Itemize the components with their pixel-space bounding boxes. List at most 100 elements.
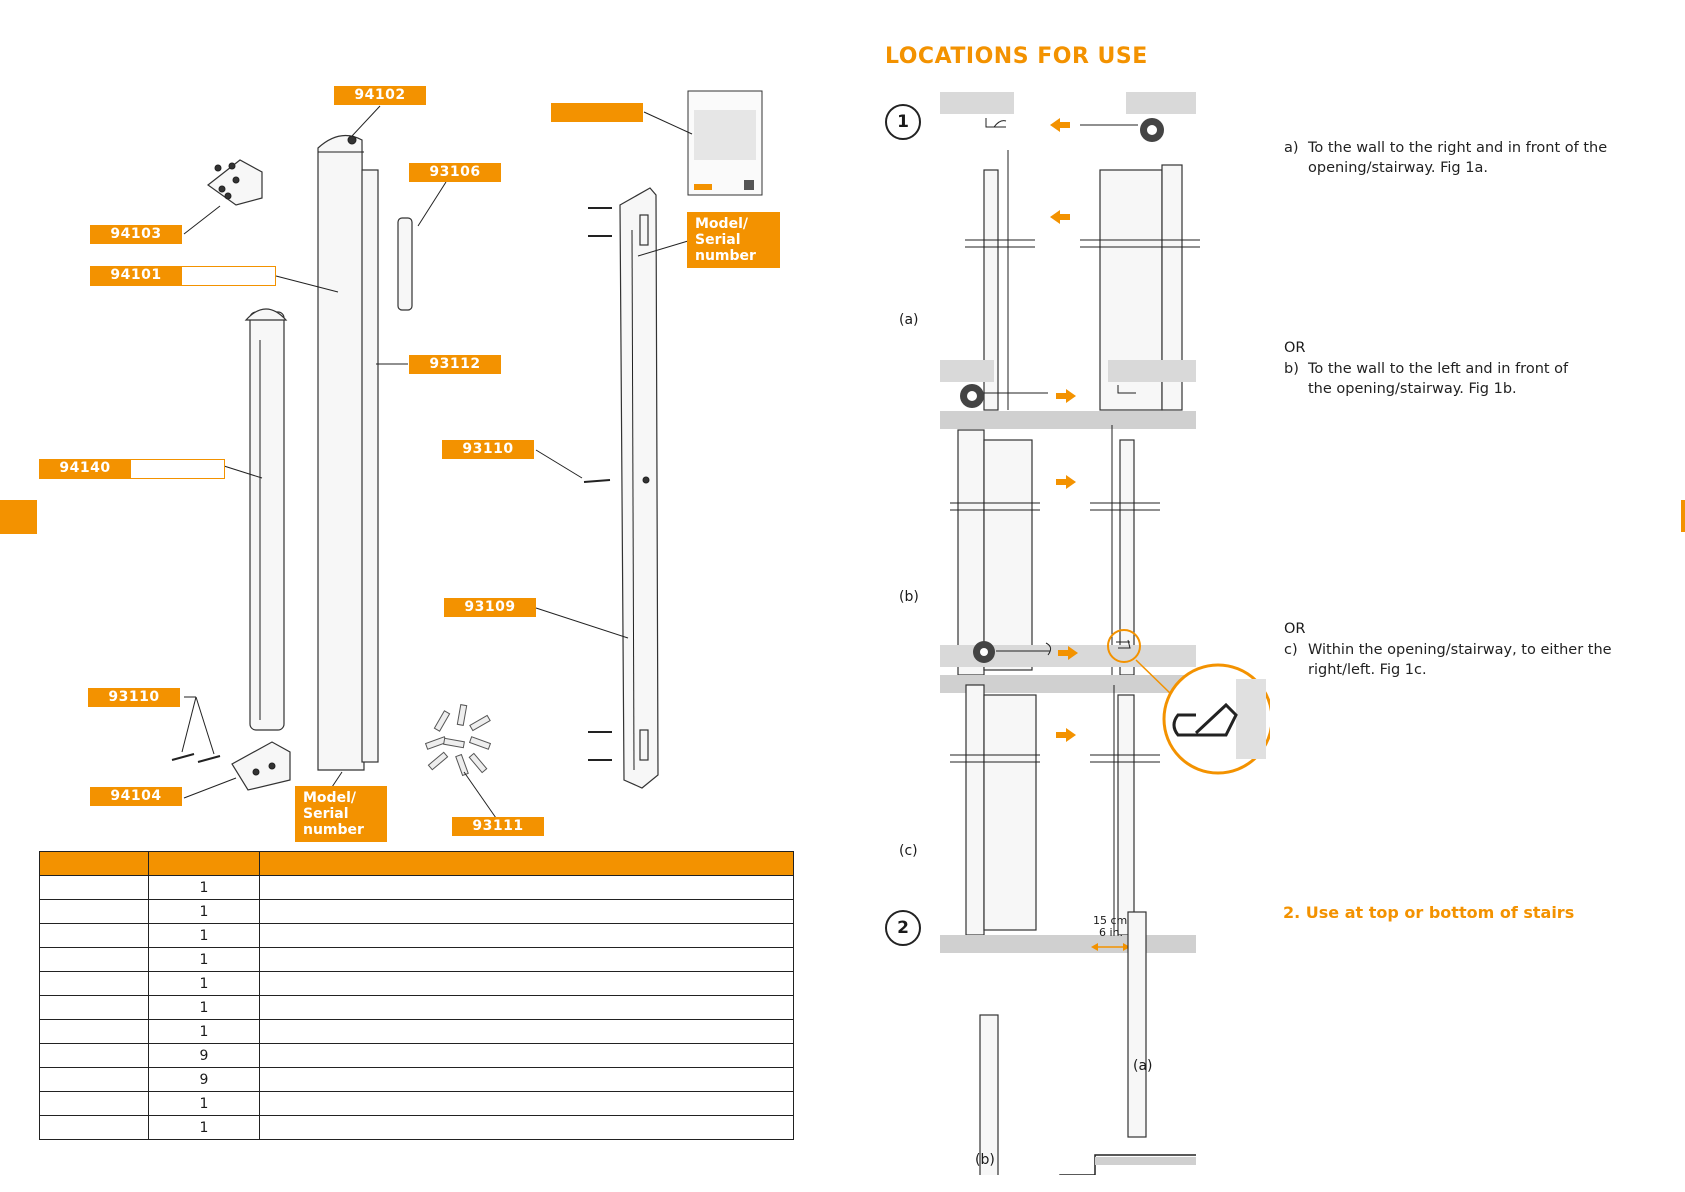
header-cell	[148, 851, 260, 876]
desc-cell	[259, 899, 794, 924]
model-serial-label-bottom: Model/ Serial number	[295, 786, 387, 842]
option-text: To the wall to the left and in front of …	[1308, 361, 1569, 397]
fig-label-b: (b)	[899, 589, 919, 605]
part-cell	[39, 995, 149, 1020]
measure-cm: 15 cm	[1093, 914, 1128, 927]
label-93112: 93112	[409, 355, 501, 374]
wall-bracket-top-drawing	[206, 159, 263, 206]
model-serial-line: Model/	[695, 216, 748, 232]
exploded-parts-drawing	[171, 90, 763, 819]
figure-1b	[940, 360, 1196, 693]
label-94103: 94103	[90, 225, 182, 244]
qty-cell: 9	[148, 1067, 260, 1092]
option-c: c) Within the opening/stairway, to eithe…	[1284, 640, 1644, 680]
qty-cell: 1	[148, 1115, 260, 1140]
part-cell	[39, 1067, 149, 1092]
fig-label-c: (c)	[899, 843, 918, 859]
stairs-label-a: (a)	[1133, 1058, 1153, 1074]
or-label: OR	[1284, 621, 1306, 637]
fig-label-a: (a)	[899, 312, 919, 328]
model-serial-line: Model/	[303, 790, 356, 806]
desc-cell	[259, 971, 794, 996]
desc-cell	[259, 875, 794, 900]
table-row: 1	[39, 899, 794, 924]
or-label: OR	[1284, 340, 1306, 356]
page-title: LOCATIONS FOR USE	[885, 44, 1148, 69]
table-row: 1	[39, 923, 794, 948]
model-serial-line: Serial	[695, 232, 741, 248]
desc-cell	[259, 1019, 794, 1044]
part-cell	[39, 899, 149, 924]
table-row: 1	[39, 995, 794, 1020]
table-row: 1	[39, 1115, 794, 1140]
table-row: 1	[39, 875, 794, 900]
receiver-rail-drawing	[619, 187, 659, 789]
step-2-badge: 2	[885, 910, 921, 946]
qty-cell: 9	[148, 1043, 260, 1068]
desc-cell	[259, 1115, 794, 1140]
table-row: 1	[39, 1019, 794, 1044]
option-text: To the wall to the right and in front of…	[1308, 140, 1608, 176]
qty-cell: 1	[148, 1091, 260, 1116]
part-cell	[39, 1019, 149, 1044]
qty-cell: 1	[148, 947, 260, 972]
table-row: 9	[39, 1067, 794, 1092]
qty-cell: 1	[148, 923, 260, 948]
main-post-drawing	[317, 134, 379, 771]
part-cell	[39, 971, 149, 996]
header-cell	[259, 851, 794, 876]
step-1-badge: 1	[885, 104, 921, 140]
parts-table: 1 1 1 1 1 1 1 9 9 1 1	[39, 851, 794, 1140]
label-manual-blank	[551, 103, 643, 122]
wall-bracket-bottom-drawing	[231, 741, 291, 791]
model-serial-line: number	[695, 248, 756, 264]
qty-cell: 1	[148, 971, 260, 996]
table-row: 1	[39, 1091, 794, 1116]
label-94101: 94101	[90, 266, 182, 285]
part-cell	[39, 1043, 149, 1068]
locations-figures	[940, 92, 1270, 1175]
manual-booklet-drawing	[687, 90, 763, 196]
section-2-heading: 2. Use at top or bottom of stairs	[1283, 903, 1575, 922]
qty-cell: 1	[148, 899, 260, 924]
table-row: 1	[39, 947, 794, 972]
label-93110-right: 93110	[442, 440, 534, 459]
qty-cell: 1	[148, 995, 260, 1020]
desc-cell	[259, 1067, 794, 1092]
desc-cell	[259, 947, 794, 972]
gate-roller-drawing	[244, 308, 288, 731]
page-edge-tab	[0, 500, 37, 534]
label-93106: 93106	[409, 163, 501, 182]
figure-2-stairs	[979, 911, 1196, 1175]
wall-plugs-drawing	[424, 704, 492, 777]
stairs-label-b: (b)	[975, 1152, 995, 1168]
label-93109: 93109	[444, 598, 536, 617]
desc-cell	[259, 995, 794, 1020]
parts-table-header	[39, 851, 794, 876]
label-93110-left: 93110	[88, 688, 180, 707]
model-serial-line: number	[303, 822, 364, 838]
handle-drawing	[397, 217, 413, 311]
page-edge-tab-right	[1681, 500, 1685, 532]
table-row: 1	[39, 971, 794, 996]
desc-cell	[259, 1091, 794, 1116]
label-94140: 94140	[39, 459, 131, 478]
part-cell	[39, 1115, 149, 1140]
part-cell	[39, 923, 149, 948]
model-serial-label-right: Model/ Serial number	[687, 212, 780, 268]
figure-1c	[940, 629, 1196, 953]
zoom-detail	[1162, 663, 1270, 775]
header-cell	[39, 851, 149, 876]
option-b: b) To the wall to the left and in front …	[1284, 359, 1644, 399]
desc-cell	[259, 923, 794, 948]
table-row: 9	[39, 1043, 794, 1068]
option-text: Within the opening/stairway, to either t…	[1308, 642, 1612, 678]
part-cell	[39, 1091, 149, 1116]
option-letter: c)	[1284, 642, 1298, 658]
part-cell	[39, 875, 149, 900]
label-94104: 94104	[90, 787, 182, 806]
measure-in: 6 in.	[1099, 926, 1124, 939]
qty-cell: 1	[148, 875, 260, 900]
option-letter: a)	[1284, 140, 1299, 156]
option-a: a) To the wall to the right and in front…	[1284, 138, 1644, 178]
